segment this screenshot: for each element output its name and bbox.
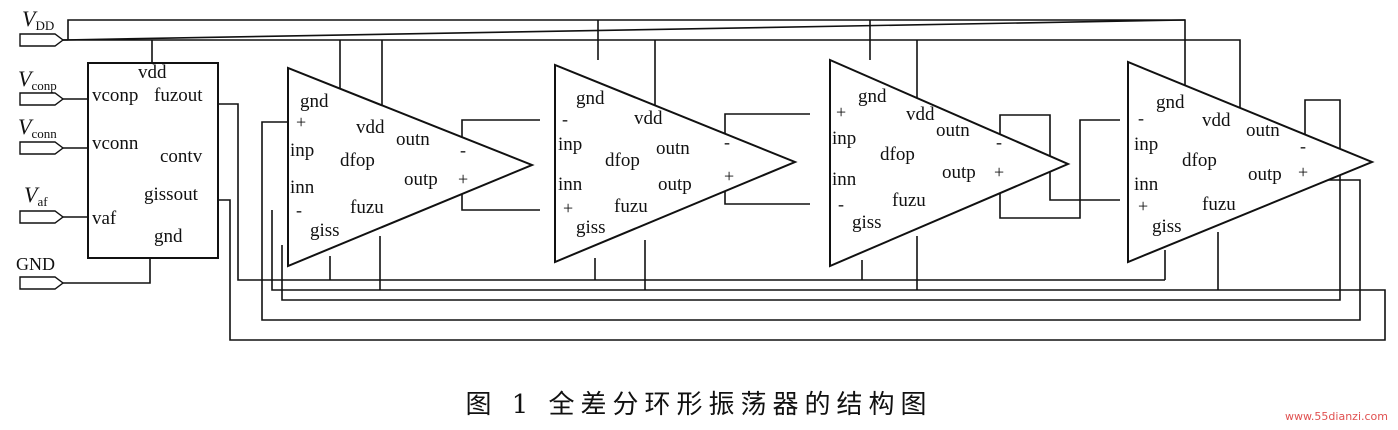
stage-1-out-top: -: [460, 140, 466, 160]
stage-3-sign-bot: -: [838, 194, 844, 214]
stage-3-outn: outn: [936, 120, 970, 141]
stage-2-inn: inn: [558, 174, 583, 195]
stage-4-sign-bot: +: [1138, 196, 1148, 216]
stage-4-gnd: gnd: [1156, 92, 1185, 113]
stage-2-out-bot: +: [724, 166, 734, 186]
wires: [62, 19, 1386, 341]
stage-4-inn: inn: [1134, 174, 1159, 195]
vconn-input-pin: [19, 141, 65, 155]
stage-3-dfop: dfop: [880, 144, 915, 165]
stage-1-inp: inp: [290, 140, 314, 161]
stage-3-out-bot: +: [994, 162, 1004, 182]
stage-1-inn: inn: [290, 177, 315, 198]
stage-2-inp: inp: [558, 134, 582, 155]
cb-pin-contv: contv: [160, 146, 203, 167]
stage-3-gnd: gnd: [858, 86, 887, 107]
stage-4-fuzu: fuzu: [1202, 194, 1236, 215]
stage-1-vdd: vdd: [356, 117, 385, 138]
stage-2: gnd - vdd outn - inp dfop outp + inn fuz…: [554, 63, 798, 264]
stage-3-vdd: vdd: [906, 104, 935, 125]
stage-2-dfop: dfop: [605, 150, 640, 171]
gnd-wire: [63, 258, 151, 284]
stage-4-outn: outn: [1246, 120, 1280, 141]
stage-1-sign-top: +: [296, 112, 306, 132]
stage-3-fuzu: fuzu: [892, 190, 926, 211]
stage-2-fuzu: fuzu: [614, 196, 648, 217]
stage-2-gnd: gnd: [576, 88, 605, 109]
stage-1-out-bot: +: [458, 169, 468, 189]
cb-pin-fuzout: fuzout: [154, 85, 203, 106]
input-pins: [19, 33, 65, 290]
stage-4-sign-top: -: [1138, 108, 1144, 128]
stage-2-outp: outp: [658, 174, 692, 195]
stage-4-out-bot: +: [1298, 162, 1308, 182]
cb-pin-vconn: vconn: [92, 133, 139, 154]
stage-4-out-top: -: [1300, 136, 1306, 156]
stage-2-sign-bot: +: [563, 198, 573, 218]
vdd-rail: [62, 19, 1186, 41]
vconn-label: Vconn: [18, 114, 57, 141]
figure-caption: 图 1 全差分环形振荡器的结构图: [465, 390, 933, 420]
stage-2-vdd: vdd: [634, 108, 663, 129]
stage-1-gnd: gnd: [300, 91, 329, 112]
stage-3-outp: outp: [942, 162, 976, 183]
stage-4-inp: inp: [1134, 134, 1158, 155]
stage-3-inp: inp: [832, 128, 856, 149]
stage-4-vdd: vdd: [1202, 110, 1231, 131]
stage-3-inn: inn: [832, 169, 857, 190]
stage-2-out-top: -: [724, 132, 730, 152]
stage-1-outp: outp: [404, 169, 438, 190]
stage-1-fuzu: fuzu: [350, 197, 384, 218]
cb-pin-vconp: vconp: [92, 85, 138, 106]
stage-3-out-top: -: [996, 132, 1002, 152]
stage-4-dfop: dfop: [1182, 150, 1217, 171]
stage-3-sign-top: +: [836, 102, 846, 122]
stage-4: gnd - vdd outn - inp dfop outp + inn fuz…: [1127, 60, 1375, 264]
vdd-rail-branch: [68, 39, 1241, 115]
stage-1-sign-bot: -: [296, 200, 302, 220]
vconp-input-pin: [19, 92, 65, 106]
watermark-text: www.55dianzi.com: [1284, 410, 1388, 423]
stage-2-outn: outn: [656, 138, 690, 159]
stage-4-outp: outp: [1248, 164, 1282, 185]
cb-pin-gissout: gissout: [144, 184, 199, 205]
stage-1-giss: giss: [310, 220, 340, 241]
gnd-label: GND: [16, 254, 55, 274]
control-block: vdd vconp fuzout vconn contv gissout vaf…: [87, 62, 219, 259]
cb-pin-vdd: vdd: [138, 62, 167, 83]
vaf-input-pin: [19, 210, 65, 224]
cb-pin-vaf: vaf: [92, 208, 117, 229]
stage-3: gnd + vdd outn - inp dfop outp + inn fuz…: [829, 58, 1071, 268]
vconp-label: Vconp: [18, 66, 57, 93]
stage-2-sign-top: -: [562, 109, 568, 129]
stage-1-outn: outn: [396, 129, 430, 150]
vdd-input-pin: [19, 33, 65, 47]
vaf-label: Vaf: [24, 182, 48, 209]
cb-pin-gnd: gnd: [154, 226, 183, 247]
stage-1: gnd + vdd outn - inp dfop outp + inn fuz…: [287, 66, 535, 268]
stage-4-giss: giss: [1152, 216, 1182, 237]
gnd-input-pin: [19, 276, 65, 290]
stage-2-giss: giss: [576, 217, 606, 238]
stage-3-giss: giss: [852, 212, 882, 233]
stage-1-dfop: dfop: [340, 150, 375, 171]
vdd-label: VDD: [22, 6, 54, 33]
